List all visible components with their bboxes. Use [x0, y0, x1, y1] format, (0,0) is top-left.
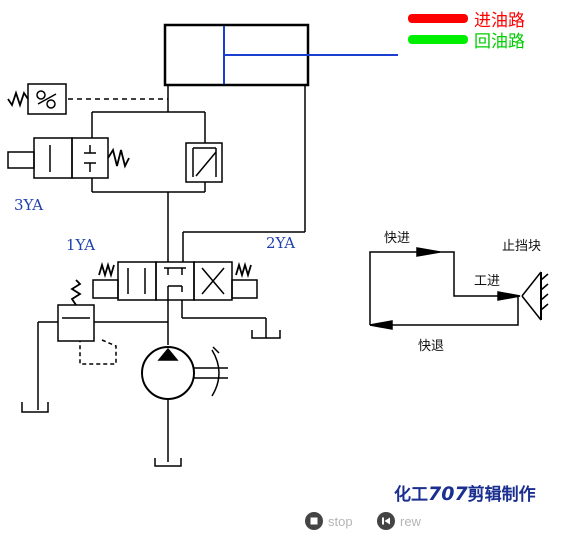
relief-valve: [37, 279, 168, 410]
main-directional-valve: [92, 261, 258, 301]
label-work-feed: 工进: [474, 274, 500, 289]
credit-text: 化工707剪辑制作: [394, 480, 536, 505]
legend-supply: 进油路: [408, 6, 525, 31]
hydraulic-pump: [141, 346, 228, 462]
work-cycle-diagram: [369, 247, 549, 330]
legend-return-label: 回油路: [474, 32, 525, 52]
legend-return-swatch: [408, 35, 468, 44]
label-3ya: 3YA: [14, 196, 43, 214]
stop-button[interactable]: stop: [305, 512, 353, 530]
legend-supply-label: 进油路: [474, 11, 525, 31]
credit-suffix: 剪辑制作: [467, 485, 536, 505]
tank-right: [251, 330, 281, 339]
tank-left: [21, 402, 49, 413]
rewind-label: rew: [400, 513, 421, 529]
label-stop-block: 止挡块: [502, 239, 541, 254]
label-1ya: 1YA: [66, 236, 95, 254]
stop-label: stop: [328, 513, 353, 529]
legend-return: 回油路: [408, 27, 525, 52]
label-2ya: 2YA: [266, 234, 295, 252]
credit-prefix: 化工: [394, 485, 428, 505]
3ya-solenoid-valve: [7, 137, 130, 179]
credit-number: 707: [428, 483, 468, 505]
legend-supply-swatch: [408, 14, 468, 23]
rewind-button[interactable]: rew: [377, 512, 421, 530]
label-fast-forward: 快进: [384, 231, 410, 246]
throttle-valve: [185, 142, 223, 183]
rewind-icon: [377, 512, 395, 530]
label-fast-return: 快退: [418, 339, 444, 354]
stop-icon: [305, 512, 323, 530]
travel-valve: [7, 83, 67, 115]
tank-pump: [154, 458, 182, 467]
